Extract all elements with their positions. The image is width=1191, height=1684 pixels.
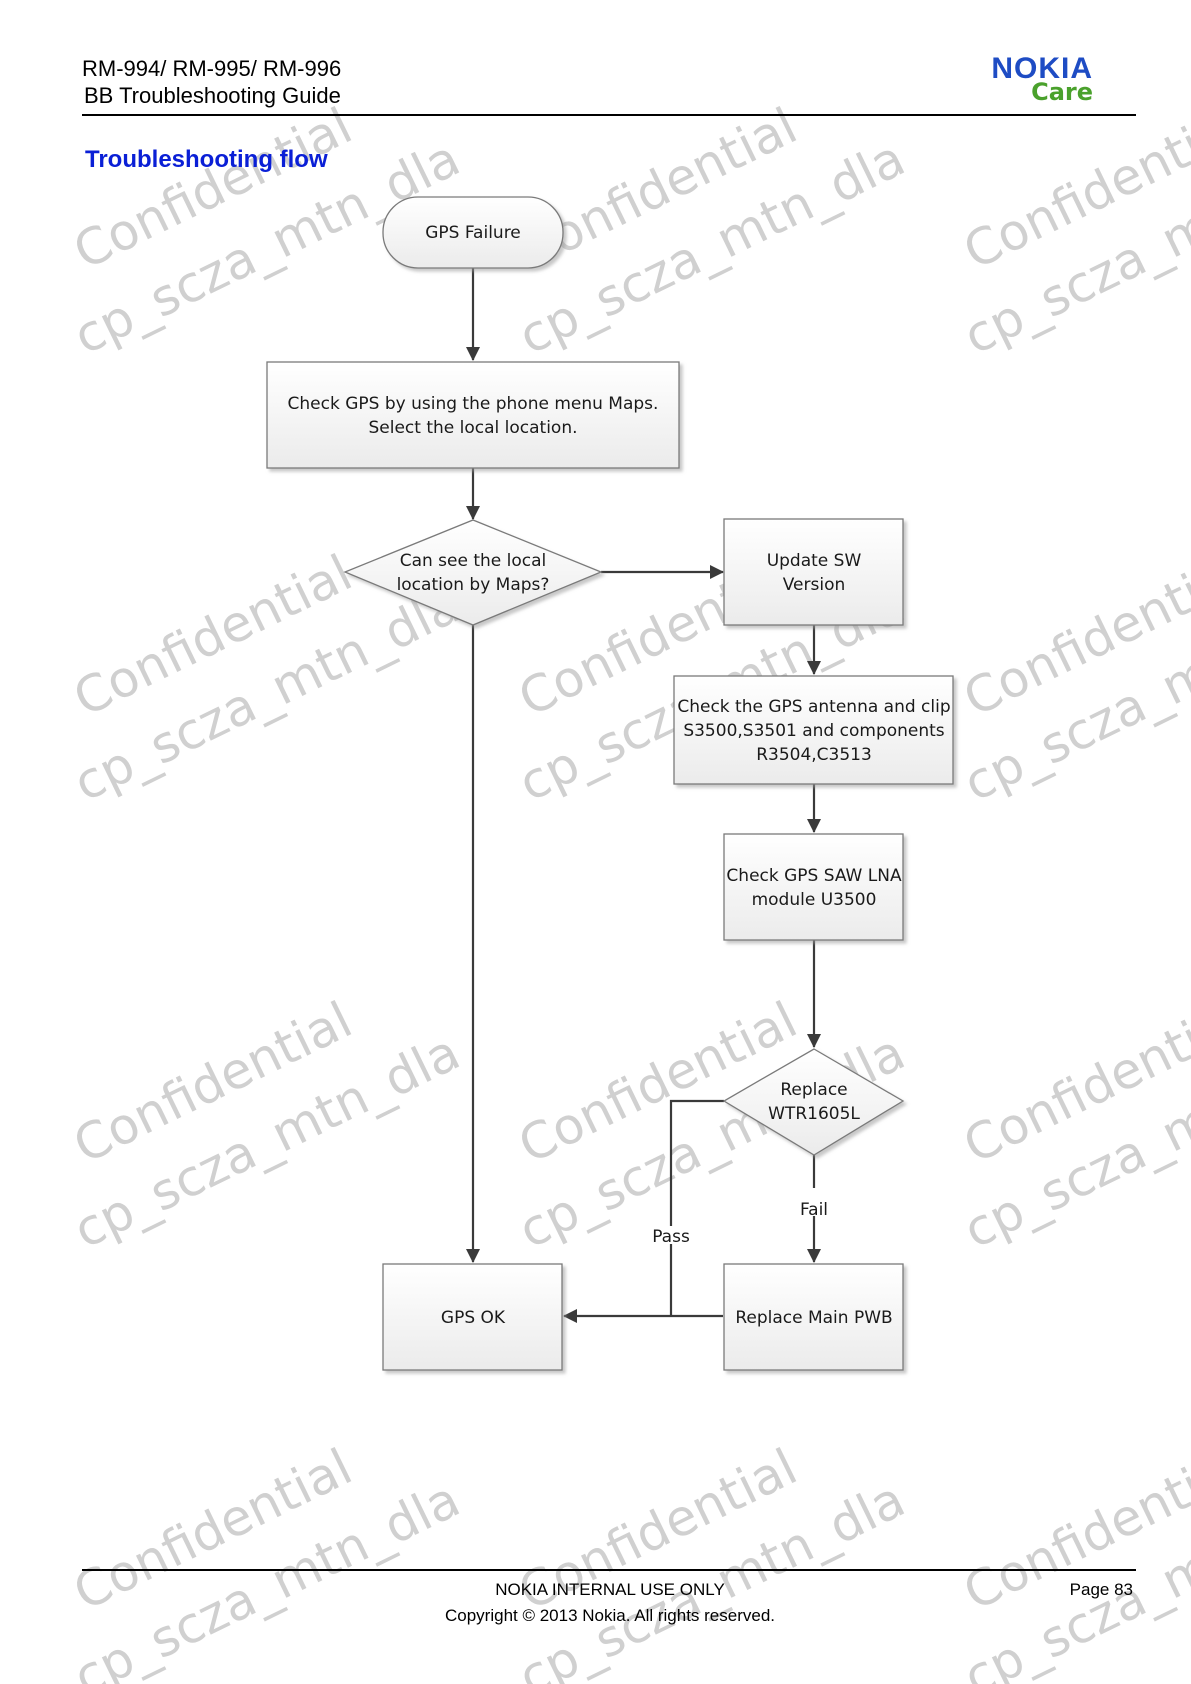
- node-text-line: GPS Failure: [425, 223, 521, 243]
- node-replace-pwb: Replace Main PWB: [723, 1263, 904, 1371]
- edge-label-pass: Pass: [652, 1227, 690, 1247]
- node-gps-failure: GPS Failure: [382, 196, 564, 269]
- node-text-line: S3500,S3501 and components: [683, 721, 944, 741]
- header-model: RM-994/ RM-995/ RM-996: [82, 56, 342, 81]
- footer-copyright: Copyright © 2013 Nokia. All rights reser…: [444, 1606, 775, 1625]
- node-text-line: Check GPS SAW LNA: [726, 866, 902, 886]
- node-text-line: Check the GPS antenna and clip: [677, 697, 950, 717]
- node-text-line: Update SW: [767, 551, 862, 571]
- node-check-maps: Check GPS by using the phone menu Maps. S…: [266, 361, 680, 469]
- edge-label-fail: Fail: [800, 1200, 828, 1220]
- svg-text:Check GPS by using the phone m: Check GPS by using the phone menu Maps. S…: [288, 394, 659, 438]
- node-text-line: Check GPS by using the phone menu Maps.: [288, 394, 659, 414]
- node-text-line: location by Maps?: [397, 575, 550, 595]
- node-text-line: Version: [783, 575, 846, 595]
- node-text-line: WTR1605L: [768, 1104, 860, 1124]
- node-text-line: Replace Main PWB: [735, 1308, 892, 1328]
- node-text-line: module U3500: [752, 890, 877, 910]
- svg-text:GPS Failure: GPS Failure: [425, 223, 521, 243]
- node-can-see-decision: Can see the local location by Maps?: [343, 519, 603, 626]
- footer-rule: [82, 1569, 1136, 1571]
- svg-text:Check the GPS antenna and clip: Check the GPS antenna and clipS3500,S350…: [677, 697, 950, 765]
- node-text-line: Select the local location.: [368, 418, 577, 438]
- node-text-line: Can see the local: [400, 551, 547, 571]
- node-gps-ok: GPS OK: [382, 1263, 563, 1371]
- svg-text:Replace Main PWB: Replace Main PWB: [735, 1308, 892, 1328]
- page-number: Page 83: [1069, 1580, 1133, 1599]
- header-rule: [82, 114, 1136, 116]
- footer-internal-use: NOKIA INTERNAL USE ONLY: [495, 1580, 725, 1599]
- section-title: Troubleshooting flow: [85, 146, 328, 173]
- line-wtr-pass: [669, 1099, 724, 1226]
- care-logo: Care: [1031, 78, 1093, 106]
- connectors: [466, 268, 821, 1323]
- node-text-line: Replace: [780, 1080, 847, 1100]
- node-text-line: R3504,C3513: [756, 745, 872, 765]
- node-text-line: GPS OK: [441, 1308, 506, 1328]
- svg-text:GPS OK: GPS OK: [441, 1308, 506, 1328]
- nokia-logo: NOKIA: [991, 52, 1093, 85]
- node-check-saw: Check GPS SAW LNA module U3500: [723, 833, 904, 941]
- node-update-sw: Update SW Version: [723, 518, 904, 626]
- header-guide-title: BB Troubleshooting Guide: [84, 83, 341, 108]
